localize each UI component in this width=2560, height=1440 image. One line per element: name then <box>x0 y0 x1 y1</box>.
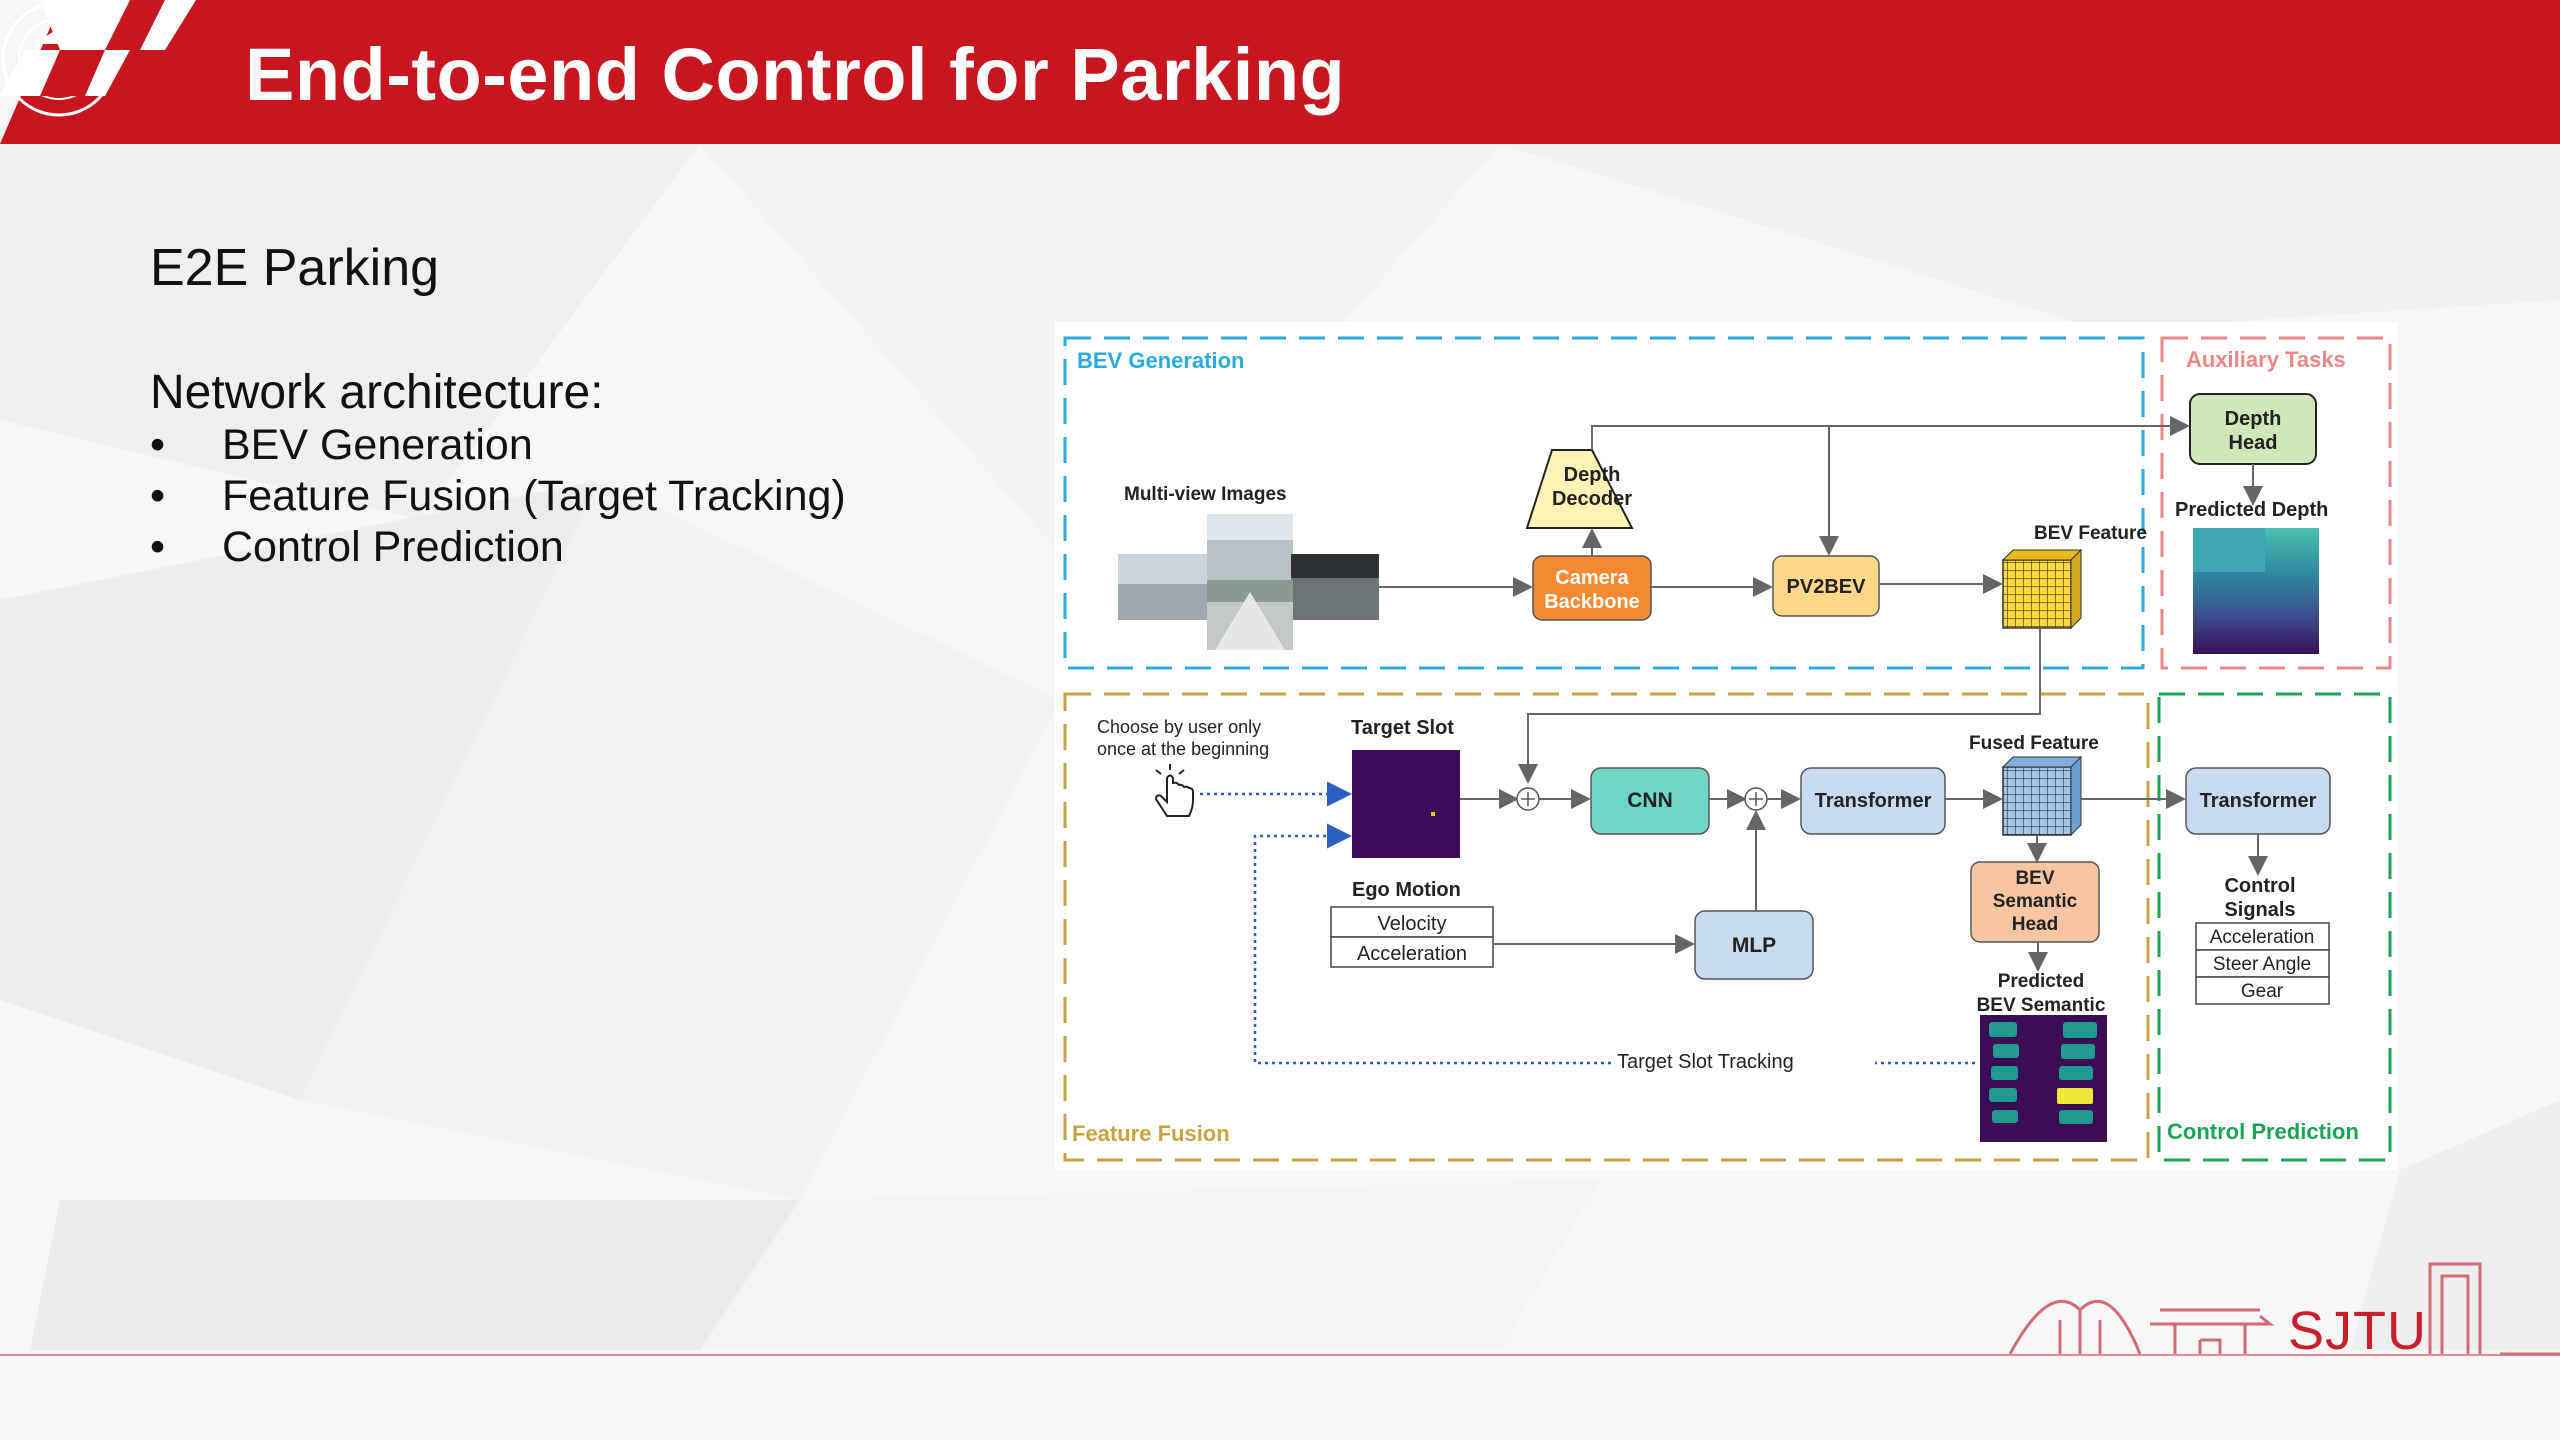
fused-feature-grid <box>2001 755 2083 837</box>
ego-velocity-cell <box>1330 906 1494 938</box>
mlp-block <box>1694 910 1814 980</box>
multi-view-images <box>1118 514 1379 650</box>
signal-steer-cell <box>2195 949 2330 978</box>
bev-feature-label: BEV Feature <box>2034 523 2147 544</box>
multi-view-label: Multi-view Images <box>1124 484 1287 505</box>
slide-header: End-to-end Control for Parking <box>0 0 2560 144</box>
fused-feature-label: Fused Feature <box>1969 733 2099 754</box>
bullet-icon: • <box>150 421 166 469</box>
list-item: • Feature Fusion (Target Tracking) <box>150 471 846 522</box>
bev-generation-title: BEV Generation <box>1077 348 1244 373</box>
ego-motion-label: Ego Motion <box>1352 879 1461 901</box>
auxiliary-tasks-title: Auxiliary Tasks <box>2186 347 2346 372</box>
bullet-text: BEV Generation <box>222 421 533 469</box>
ego-acceleration-cell <box>1330 936 1494 968</box>
slide-subtitle: E2E Parking <box>150 239 440 297</box>
fusion-transformer-block <box>1800 767 1946 835</box>
bullet-text: Feature Fusion (Target Tracking) <box>222 472 846 520</box>
feature-fusion-title: Feature Fusion <box>1072 1121 1230 1146</box>
depth-decoder-block <box>1525 449 1634 529</box>
architecture-diagram: BEV Generation Auxiliary Tasks Feature F… <box>1055 322 2397 1170</box>
architecture-list: • BEV Generation • Feature Fusion (Target … <box>150 420 846 573</box>
list-item: • BEV Generation <box>150 420 846 471</box>
control-prediction-title: Control Prediction <box>2167 1119 2359 1144</box>
bev-semantic-head-block <box>1970 861 2100 943</box>
target-slot-tracking-label: Target Slot Tracking <box>1617 1051 1794 1073</box>
bullet-icon: • <box>150 523 166 571</box>
predicted-depth-image <box>2193 528 2319 654</box>
signal-acceleration-cell <box>2195 922 2330 951</box>
pv2bev-label: PV2BEV <box>1787 576 1867 598</box>
bev-feature-grid <box>2001 548 2083 630</box>
fusion-transformer-label: Transformer <box>1815 790 1932 812</box>
pv2bev-block <box>1772 555 1880 617</box>
signal-gear-text: Gear <box>2241 981 2284 1002</box>
control-transformer-label: Transformer <box>2200 790 2317 812</box>
list-item: • Control Prediction <box>150 522 846 573</box>
footer-brand-text: SJTU <box>2288 1301 2427 1361</box>
ego-velocity-text: Velocity <box>1378 913 1447 935</box>
signal-steer-text: Steer Angle <box>2213 954 2311 975</box>
architecture-heading: Network architecture: <box>150 366 604 419</box>
cnn-block <box>1590 767 1710 835</box>
bullet-icon: • <box>150 472 166 520</box>
bullet-text: Control Prediction <box>222 523 564 571</box>
auxiliary-tasks-group <box>2160 336 2392 670</box>
hand-pointer-icon <box>1154 764 1194 817</box>
predicted-depth-label: Predicted Depth <box>2175 499 2328 521</box>
target-slot-label: Target Slot <box>1351 717 1454 739</box>
cnn-label: CNN <box>1627 789 1673 812</box>
footer-divider <box>0 1354 2560 1356</box>
sjtu-skyline-icon <box>2008 1262 2560 1356</box>
signal-gear-cell <box>2195 976 2330 1005</box>
target-slot-image <box>1352 750 1460 858</box>
ego-acceleration-text: Acceleration <box>1357 943 1467 965</box>
feature-fusion-group <box>1063 692 2150 1162</box>
brand-flag-icon <box>0 0 196 96</box>
slide-title: End-to-end Control for Parking <box>245 33 1346 116</box>
mlp-label: MLP <box>1732 934 1776 957</box>
predicted-bev-semantic-image <box>1980 1015 2107 1142</box>
signal-acceleration-text: Acceleration <box>2210 927 2315 948</box>
